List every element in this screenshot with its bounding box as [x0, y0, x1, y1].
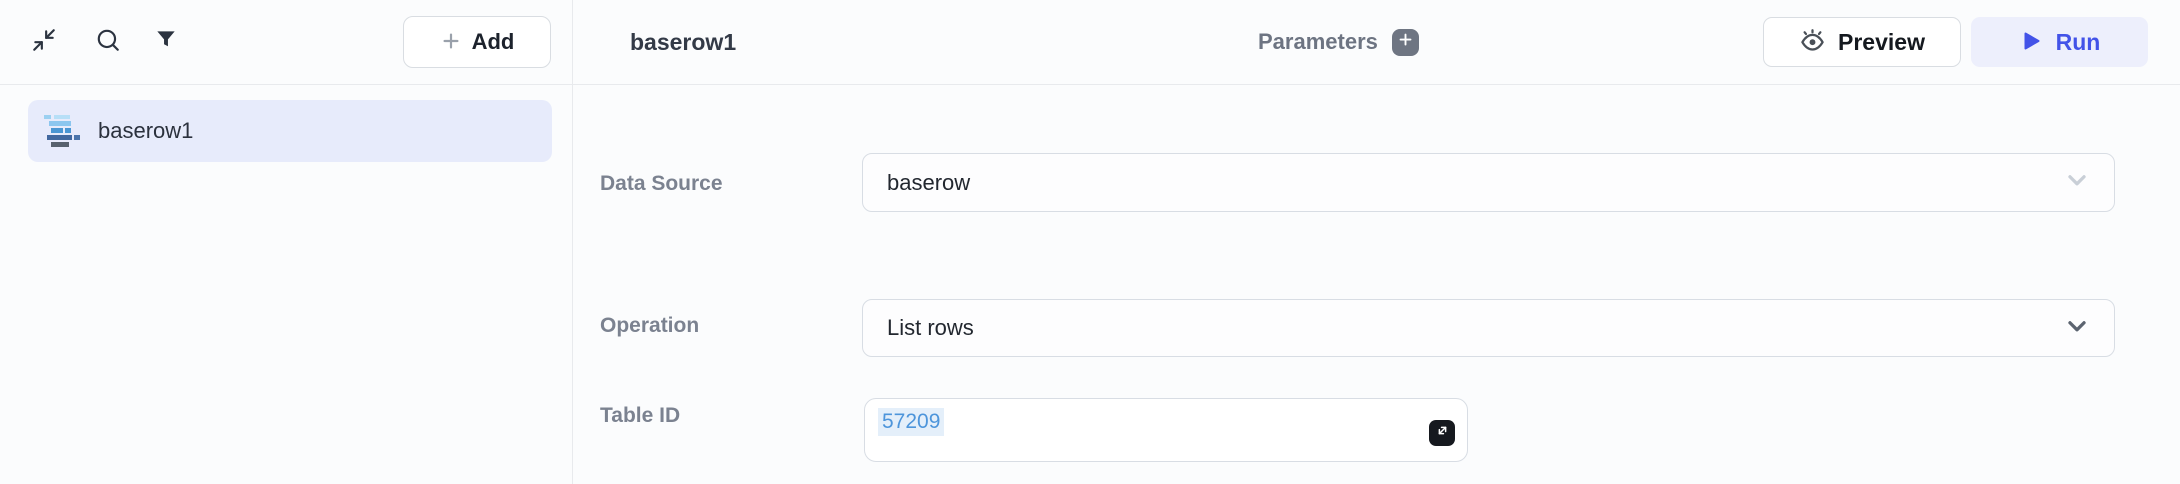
- operation-label: Operation: [600, 314, 700, 337]
- data-source-label: Data Source: [600, 172, 723, 195]
- parameters-section: Parameters: [1258, 0, 1419, 84]
- expand-editor-button[interactable]: [1429, 420, 1455, 446]
- operation-select[interactable]: List rows: [862, 299, 2115, 357]
- plus-icon: [1398, 32, 1413, 52]
- baserow-icon: [44, 115, 80, 147]
- table-id-label: Table ID: [600, 404, 681, 427]
- add-parameter-button[interactable]: [1391, 28, 1419, 56]
- preview-button-label: Preview: [1838, 28, 1925, 55]
- data-source-select[interactable]: baserow: [862, 153, 2115, 212]
- chevron-down-icon: [2064, 313, 2090, 344]
- add-button-label: Add: [471, 29, 515, 54]
- parameters-label: Parameters: [1258, 29, 1378, 54]
- filter-button[interactable]: [152, 28, 180, 56]
- search-icon: [95, 27, 121, 58]
- query-item-label: baserow1: [98, 118, 194, 143]
- query-title: baserow1: [630, 28, 737, 55]
- data-source-value: baserow: [887, 169, 971, 195]
- add-query-button[interactable]: Add: [403, 16, 551, 68]
- run-button-label: Run: [2055, 28, 2101, 55]
- query-list-item-baserow1[interactable]: baserow1: [28, 100, 552, 162]
- plus-icon: [440, 30, 462, 55]
- table-id-input[interactable]: 57209: [864, 398, 1468, 462]
- play-icon: [2019, 29, 2043, 56]
- run-button[interactable]: Run: [1971, 17, 2148, 67]
- sidebar-divider: [572, 0, 573, 484]
- chevron-down-icon: [2064, 167, 2090, 198]
- preview-button[interactable]: Preview: [1763, 17, 1961, 67]
- expand-icon: [1435, 423, 1450, 443]
- header-divider: [0, 84, 2180, 85]
- search-button[interactable]: [94, 28, 122, 56]
- collapse-icon: [31, 27, 57, 58]
- filter-icon: [153, 27, 179, 58]
- table-id-value: 57209: [878, 408, 945, 436]
- collapse-panel-button[interactable]: [30, 28, 58, 56]
- eye-icon: [1799, 27, 1826, 57]
- operation-value: List rows: [887, 315, 974, 340]
